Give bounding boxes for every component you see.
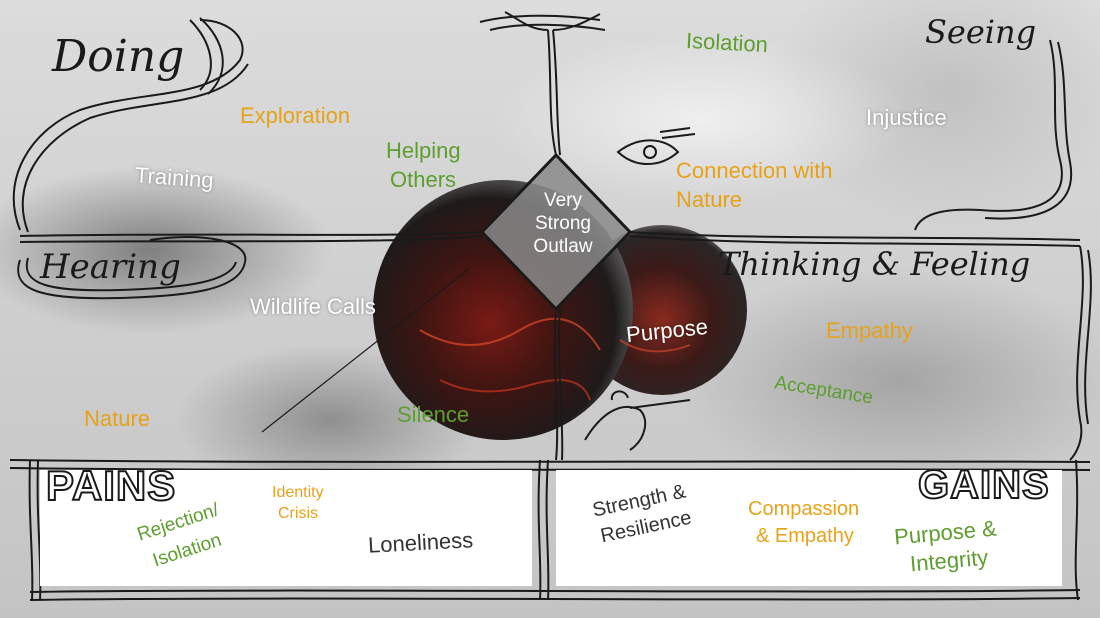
seeing-isolation: Isolation	[685, 27, 769, 58]
pains-identity-1: Identity	[272, 484, 324, 501]
center-line-3: Outlaw	[533, 235, 593, 257]
corner-doing: Doing	[52, 31, 185, 82]
doing-helping-1: Helping	[386, 138, 461, 163]
gains-panel	[556, 470, 1062, 586]
hearing-silence: Silence	[397, 402, 470, 427]
doing-helping-2: Others	[390, 167, 457, 192]
seeing-connection-1: Connection with	[676, 158, 833, 183]
pains-panel	[40, 470, 532, 586]
doing-training: Training	[134, 162, 215, 193]
gains-compassion-2: & Empathy	[756, 525, 854, 547]
doing-exploration: Exploration	[240, 103, 351, 128]
gains-title: GAINS	[917, 462, 1050, 508]
corner-hearing: Hearing	[40, 247, 181, 287]
seeing-injustice: Injustice	[866, 105, 947, 130]
thinking-empathy: Empathy	[826, 318, 913, 343]
corner-thinking-feeling: Thinking & Feeling	[718, 245, 1031, 283]
pains-title: PAINS	[45, 461, 177, 510]
pains-identity-2: Crisis	[278, 505, 318, 522]
gains-compassion-1: Compassion	[748, 498, 860, 520]
hearing-nature: Nature	[84, 406, 151, 431]
center-line-1: Very	[543, 190, 583, 211]
seeing-connection-2: Nature	[676, 187, 743, 212]
hearing-wildlife: Wildlife Calls	[250, 294, 376, 319]
corner-seeing: Seeing	[925, 13, 1037, 51]
center-line-2: Strong	[535, 212, 591, 234]
center-persona: Very Strong Outlaw	[508, 190, 618, 258]
